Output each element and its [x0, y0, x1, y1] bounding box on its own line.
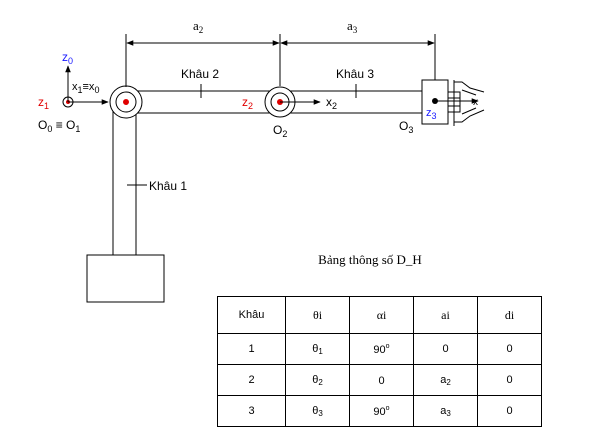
- dim-a3-label: a3: [347, 18, 358, 35]
- dh-parameter-table: Khâu θi αi ai di 1 θ1 90o 0 0 2 θ2 0 a2 …: [217, 296, 542, 427]
- gripper: [447, 80, 485, 126]
- cell-theta: θ2: [285, 364, 350, 396]
- cell-d: 0: [477, 395, 542, 427]
- label-z0: z0: [62, 50, 73, 66]
- label-z3: z3: [426, 107, 437, 121]
- label-o0-o1: O0 ≡ O1: [38, 118, 80, 134]
- cell-alpha: 90o: [349, 395, 414, 427]
- link-1: [112, 107, 137, 256]
- cell-d: 0: [477, 364, 542, 396]
- cell-khau: 3: [217, 395, 286, 427]
- header-theta: θi: [285, 296, 350, 334]
- table-row: 3 θ3 90o a3 0: [217, 395, 542, 427]
- label-x2: x2: [326, 95, 337, 111]
- cell-d: 0: [477, 333, 542, 365]
- label-khau-1: Khâu 1: [149, 179, 187, 193]
- header-d: di: [477, 296, 542, 334]
- label-z1: z1: [38, 95, 49, 111]
- cell-a: a3: [413, 395, 478, 427]
- table-header-row: Khâu θi αi ai di: [217, 296, 542, 334]
- dh-table-caption: Bảng thông số D_H: [318, 252, 422, 267]
- cell-a: 0: [413, 333, 478, 365]
- dim-a2-label: a2: [193, 18, 203, 35]
- link-2: [125, 90, 281, 114]
- label-x1-x0: x1≡x0: [72, 81, 99, 95]
- cell-theta: θ3: [285, 395, 350, 427]
- label-khau-3: Khâu 3: [336, 67, 374, 81]
- header-a: ai: [413, 296, 478, 334]
- header-khau: Khâu: [217, 296, 286, 334]
- label-z2: z2: [242, 95, 253, 111]
- cell-khau: 1: [217, 333, 286, 365]
- label-khau-2: Khâu 2: [181, 67, 219, 81]
- table-row: 1 θ1 90o 0 0: [217, 333, 542, 365]
- cell-alpha: 0: [349, 364, 414, 396]
- joint-1: [109, 85, 143, 119]
- label-o3: O3: [399, 119, 413, 135]
- cell-a: a2: [413, 364, 478, 396]
- label-o2: O2: [273, 123, 287, 139]
- header-alpha: αi: [349, 296, 414, 334]
- cell-khau: 2: [217, 364, 286, 396]
- robot-base: [86, 254, 165, 303]
- cell-alpha: 90o: [349, 333, 414, 365]
- cell-theta: θ1: [285, 333, 350, 365]
- table-row: 2 θ2 0 a2 0: [217, 364, 542, 396]
- label-x3: x: [473, 97, 478, 108]
